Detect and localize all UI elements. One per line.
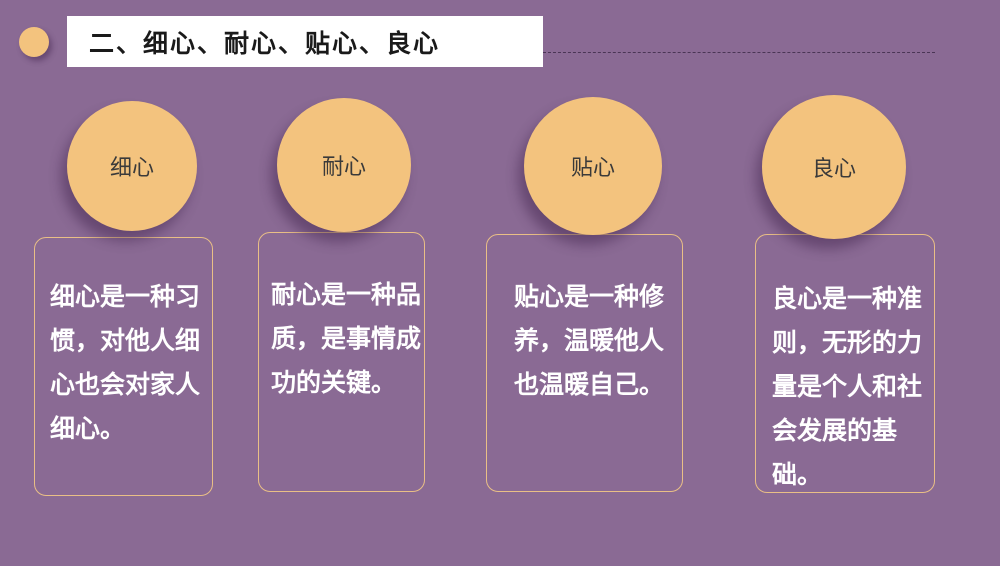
card-text-1: 细心是一种习惯，对他人细心也会对家人细心。: [50, 282, 201, 443]
accent-dot: [19, 27, 49, 57]
circle-label-3: 贴心: [570, 156, 615, 181]
title-banner: 二、细心、耐心、贴心、良心: [67, 16, 543, 67]
circle-badge-3: 贴心: [524, 97, 662, 235]
card-text-3: 贴心是一种修养，温暖他人也温暖自己。: [514, 282, 665, 399]
circle-badge-1: 细心: [67, 101, 197, 231]
circle-badge-2: 耐心: [277, 98, 411, 232]
page-title: 二、细心、耐心、贴心、良心: [89, 28, 441, 58]
title-divider: [543, 52, 935, 53]
circle-label-4: 良心: [811, 157, 856, 182]
card-border-1: [34, 237, 213, 496]
circle-label-2: 耐心: [321, 155, 366, 180]
card-text-2: 耐心是一种品质，是事情成功的关键。: [271, 280, 422, 397]
card-text-4: 良心是一种准则，无形的力量是个人和社会发展的基础。: [772, 284, 923, 489]
circle-label-1: 细心: [109, 156, 154, 181]
card-border-2: [258, 232, 425, 492]
circle-badge-4: 良心: [762, 95, 906, 239]
